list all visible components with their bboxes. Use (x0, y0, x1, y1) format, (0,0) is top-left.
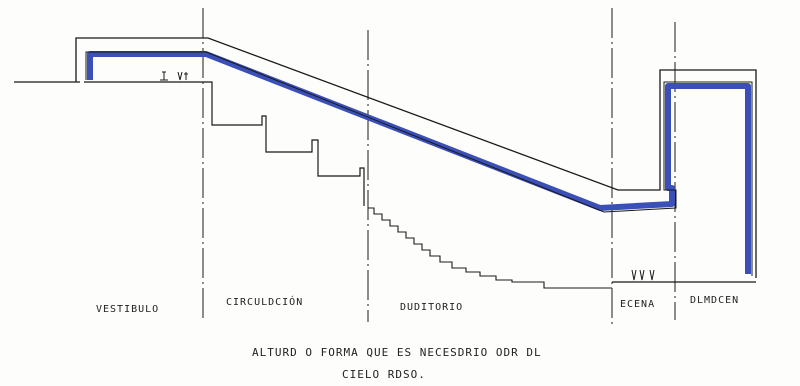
zone-label-escena: ECENA (620, 299, 655, 310)
ceiling-profile (87, 51, 751, 274)
axis-lines (202, 8, 676, 326)
zone-label-circulacion: CIRCULDCIÓN (226, 295, 303, 308)
circulation-stairs (205, 81, 365, 206)
ceiling-inner-line (85, 51, 753, 276)
people-figures-vestibulo (160, 71, 188, 81)
people-figures-escena (631, 269, 655, 281)
caption-line-1: ALTURD O FORMA QUE ES NECESDRIO ODR DL (252, 346, 542, 359)
zone-label-auditorio: DUDITORIO (400, 302, 463, 313)
caption-line-2: CIELO RDSO. (342, 368, 426, 381)
zone-label-almacen: DLMDCEN (690, 295, 739, 306)
roof-outer-line (75, 37, 757, 278)
auditorium-rake (368, 207, 612, 289)
zone-label-vestibulo: VESTIBULO (96, 304, 159, 315)
